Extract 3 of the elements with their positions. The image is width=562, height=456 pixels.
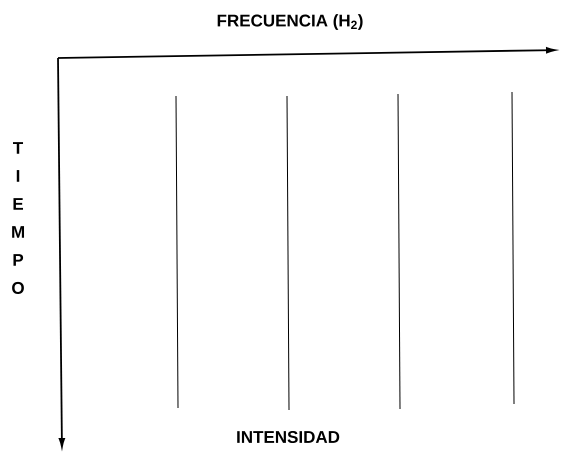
axis-label: TIEMPO xyxy=(12,142,24,294)
axis-label: FRECUENCIA (H$_{2}$) xyxy=(218,14,363,30)
axis-label: INTENSIDAD xyxy=(237,430,340,444)
